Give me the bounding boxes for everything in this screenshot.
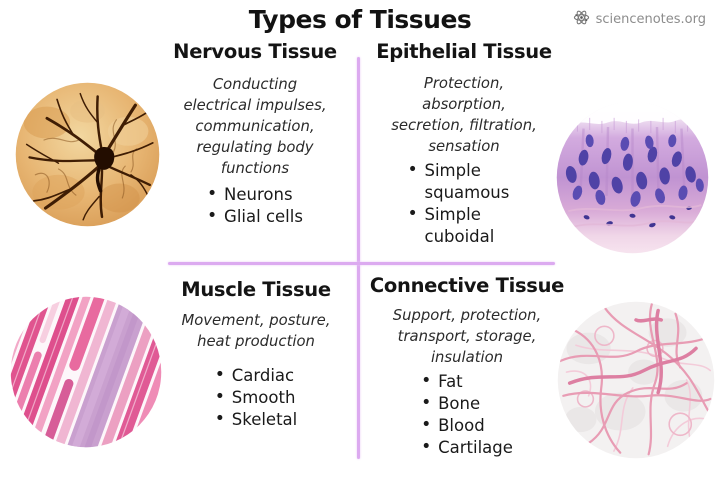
description-line: regulating body: [196, 139, 314, 156]
bullet-list: Neurons Glial cells: [207, 183, 303, 228]
atom-icon: [573, 9, 590, 30]
description-line: Support, protection,: [392, 307, 542, 324]
bullet-item: Cardiac: [215, 364, 298, 387]
section-description: Movement, posture, heat production: [162, 310, 350, 352]
section-epithelial-tissue: Epithelial Tissue Protection, absorption…: [368, 40, 560, 248]
description-line: absorption,: [422, 96, 506, 113]
bullet-item: Simple squamous: [408, 159, 521, 204]
description-line: secretion, filtration,: [391, 117, 537, 134]
bullet-list: Simple squamous Simple cuboidal: [408, 159, 521, 248]
description-line: transport, storage,: [397, 328, 537, 345]
description-line: electrical impulses,: [183, 97, 327, 114]
epithelial-micrograph: [556, 101, 709, 254]
description-line: Movement, posture,: [181, 312, 331, 329]
site-name: sciencenotes.org: [595, 12, 706, 27]
description-line: Conducting: [212, 76, 298, 93]
description-line: sensation: [428, 138, 500, 155]
page-title: Types of Tissues: [248, 5, 472, 34]
connective-micrograph: [557, 301, 715, 459]
section-nervous-tissue: Nervous Tissue Conducting electrical imp…: [160, 40, 350, 228]
section-heading: Nervous Tissue: [173, 40, 337, 63]
bullet-list: Fat Bone Blood Cartilage: [421, 370, 513, 459]
bullet-item: Neurons: [207, 183, 303, 206]
bullet-item: Bone: [421, 392, 513, 415]
section-heading: Epithelial Tissue: [376, 40, 552, 63]
bullet-item: Skeletal: [215, 408, 298, 431]
section-heading: Connective Tissue: [369, 274, 565, 297]
bullet-item: Glial cells: [207, 205, 303, 228]
description-line: Protection,: [423, 75, 505, 92]
section-connective-tissue: Connective Tissue Support, protection, t…: [368, 274, 566, 459]
description-line: insulation: [430, 349, 504, 366]
muscle-micrograph: [10, 296, 162, 448]
section-description: Protection, absorption, secretion, filtr…: [368, 73, 560, 157]
section-description: Support, protection, transport, storage,…: [368, 305, 566, 368]
site-logo: sciencenotes.org: [573, 9, 706, 30]
neuron-micrograph: [15, 82, 160, 227]
bullet-item: Simple cuboidal: [408, 203, 521, 248]
section-description: Conducting electrical impulses, communic…: [160, 74, 350, 179]
section-heading: Muscle Tissue: [181, 278, 331, 301]
bullet-item: Blood: [421, 414, 513, 437]
section-muscle-tissue: Muscle Tissue Movement, posture, heat pr…: [162, 278, 350, 431]
vertical-divider: [357, 57, 360, 459]
description-line: functions: [220, 160, 290, 177]
bullet-list: Cardiac Smooth Skeletal: [215, 364, 298, 431]
bullet-item: Smooth: [215, 386, 298, 409]
description-line: communication,: [195, 118, 315, 135]
bullet-item: Cartilage: [421, 436, 513, 459]
description-line: heat production: [197, 333, 315, 350]
horizontal-divider: [168, 262, 555, 265]
bullet-item: Fat: [421, 370, 513, 393]
